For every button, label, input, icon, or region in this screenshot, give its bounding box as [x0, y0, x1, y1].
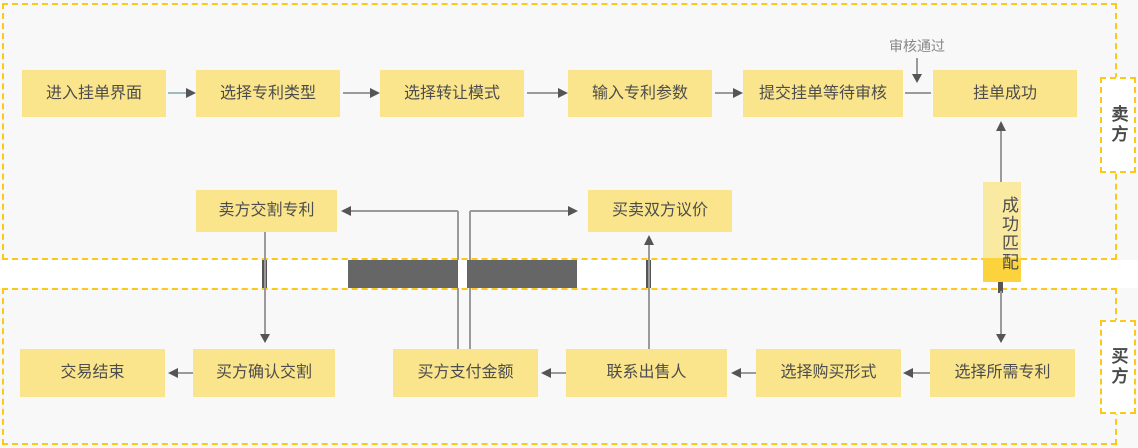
- flow-node-select-transfer-mode: 选择转让模式: [380, 70, 524, 117]
- connector-line: [178, 372, 193, 374]
- arrow-up-icon: [644, 235, 654, 245]
- flow-node-seller-deliver-patent: 卖方交割专利: [196, 190, 337, 232]
- connector-line: [168, 92, 188, 94]
- arrow-left-icon: [541, 368, 551, 378]
- arrow-left-icon: [341, 206, 351, 216]
- match-success-label: 成功匹配: [999, 196, 1018, 272]
- connector-line: [470, 210, 568, 212]
- flow-node-contact-seller: 联系出售人: [566, 349, 727, 397]
- connector-line: [351, 210, 458, 212]
- flow-node-deal-finished: 交易结束: [20, 349, 165, 397]
- sync-bar-left: [348, 260, 458, 288]
- connector-line: [469, 211, 471, 260]
- flow-node-buyer-confirm-delivery: 买方确认交割: [193, 349, 335, 397]
- arrow-left-icon: [903, 368, 913, 378]
- arrow-down-icon: [260, 334, 270, 343]
- flow-node-buyer-pay-amount: 买方支付金额: [393, 349, 538, 397]
- connector-line: [1000, 131, 1002, 182]
- flow-node-enter-listing: 进入挂单界面: [22, 70, 166, 117]
- flow-node-listing-success: 挂单成功: [933, 70, 1077, 117]
- flow-node-choose-purchase-form: 选择购买形式: [756, 349, 901, 397]
- arrow-down-icon: [996, 334, 1006, 343]
- arrow-left-icon: [168, 368, 178, 378]
- buyer-lane-label: 买方: [1108, 347, 1128, 387]
- flow-node-submit-listing-review: 提交挂单等待审核: [743, 70, 903, 117]
- flow-node-negotiate-price: 买卖双方议价: [588, 190, 732, 232]
- seller-lane-tab: 卖方: [1100, 77, 1136, 173]
- connector-line: [905, 92, 931, 94]
- flow-node-select-patent-type: 选择专利类型: [196, 70, 340, 117]
- arrow-right-icon: [558, 88, 568, 98]
- connector-line: [1000, 291, 1002, 335]
- connector-line: [527, 92, 558, 94]
- connector-line: [343, 92, 370, 94]
- arrow-down-icon: [912, 74, 922, 83]
- flow-node-match-success: 成功匹配: [983, 182, 1021, 282]
- match-success-highlight: [983, 258, 1021, 282]
- sync-bar-right: [467, 260, 577, 288]
- connector-line: [457, 288, 459, 349]
- connector-line: [264, 232, 266, 334]
- seller-lane-label: 卖方: [1108, 105, 1128, 145]
- connector-line: [551, 372, 566, 374]
- arrow-right-icon: [370, 88, 380, 98]
- connector-line: [916, 58, 918, 74]
- flow-node-input-patent-params: 输入专利参数: [568, 70, 712, 117]
- buyer-lane-tab: 买方: [1100, 320, 1136, 414]
- arrow-up-icon: [996, 121, 1006, 131]
- arrow-right-icon: [568, 206, 578, 216]
- connector-line: [457, 211, 459, 260]
- review-passed-annotation: 审核通过: [889, 38, 945, 54]
- connector-line: [648, 243, 650, 349]
- arrow-left-icon: [731, 368, 741, 378]
- connector-line: [913, 372, 930, 374]
- connector-line: [469, 288, 471, 349]
- connector-line: [715, 92, 733, 94]
- flow-node-choose-needed-patent: 选择所需专利: [930, 349, 1075, 397]
- band-cross-segment: [998, 282, 1003, 293]
- arrow-right-icon: [733, 88, 743, 98]
- arrow-right-icon: [186, 88, 196, 98]
- connector-line: [741, 372, 756, 374]
